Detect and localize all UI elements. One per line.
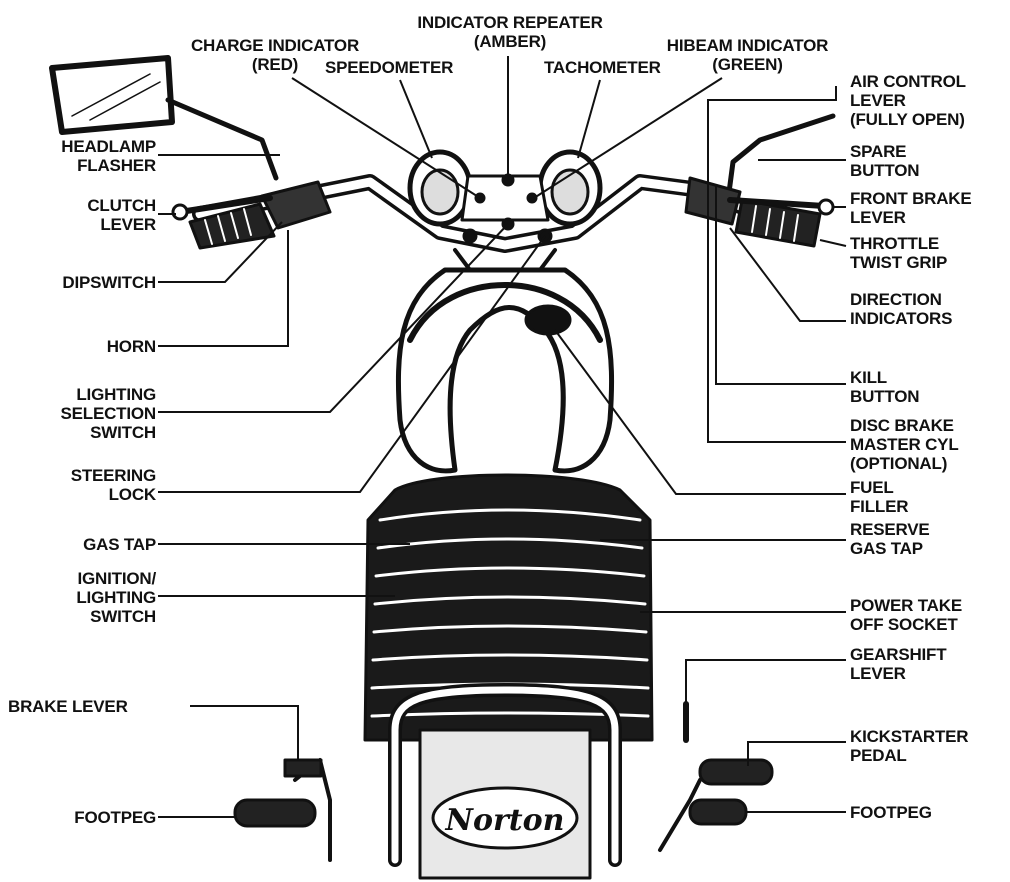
motorcycle-illustration	[52, 58, 833, 878]
right-mirror-stem	[728, 116, 833, 200]
leader-gearshift-lever	[686, 660, 846, 704]
leader-disc-brake	[708, 86, 846, 442]
label-indicator-repeater: INDICATOR REPEATER(AMBER)	[390, 13, 630, 51]
label-horn: HORN	[8, 337, 156, 356]
right-footpeg	[660, 704, 772, 850]
label-footpeg-left: FOOTPEG	[8, 808, 156, 827]
leader-throttle-twist-grip	[820, 240, 846, 246]
leader-brake-lever	[190, 706, 298, 760]
leader-charge-indicator	[292, 78, 480, 198]
brand-logo: Norton	[445, 803, 565, 838]
label-brake-lever: BRAKE LEVER	[8, 697, 128, 716]
label-hibeam-indicator: HIBEAM INDICATOR(GREEN)	[640, 36, 855, 74]
fuel-tank	[398, 250, 611, 471]
left-footpeg	[235, 760, 330, 860]
leader-speedometer	[400, 80, 432, 158]
leader-horn	[158, 230, 288, 346]
label-gas-tap: GAS TAP	[8, 535, 156, 554]
leader-tachometer	[578, 80, 600, 158]
label-dipswitch: DIPSWITCH	[8, 273, 156, 292]
label-speedometer: SPEEDOMETER	[325, 58, 453, 77]
label-footpeg-right: FOOTPEG	[850, 803, 932, 822]
